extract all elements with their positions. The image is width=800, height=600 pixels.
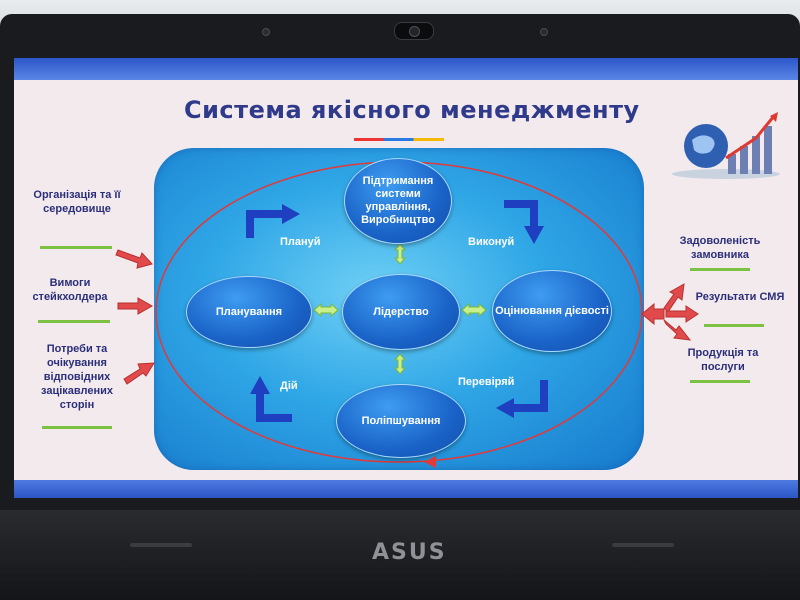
input-underline xyxy=(38,320,110,323)
output-hub-arrow xyxy=(641,302,665,326)
connector-bottom xyxy=(393,353,407,375)
output-arrow-down xyxy=(663,319,692,341)
check-arrow xyxy=(512,380,548,412)
slide-title: Система якісного менеджменту xyxy=(184,96,640,124)
connector-left xyxy=(313,302,339,318)
input-label-organization: Організація та її середовище xyxy=(33,189,121,215)
input-arrow-3 xyxy=(123,362,155,385)
input-label-needs-expectations: Потреби та очікування відповідних заціка… xyxy=(41,343,113,411)
output-underline xyxy=(704,324,764,327)
output-label-qms-results: Результати СМЯ xyxy=(695,291,785,303)
step-label-check: Перевіряй xyxy=(458,376,515,388)
slide-top-band xyxy=(14,58,798,80)
node-performance-evaluation: Оцінювання дієвості xyxy=(492,270,612,352)
input-underline xyxy=(42,426,112,429)
speaker-slot xyxy=(130,543,192,547)
connector-right xyxy=(461,302,487,318)
do-arrow xyxy=(504,200,538,228)
input-underline xyxy=(40,246,112,249)
input-label-stakeholder-req: Вимоги стейкхолдера xyxy=(32,277,108,303)
speaker-slot xyxy=(612,543,674,547)
node-improvement: Поліпшування xyxy=(336,384,466,458)
input-arrow-2 xyxy=(117,297,154,315)
step-label-do: Виконуй xyxy=(468,236,515,248)
act-arrow xyxy=(256,392,292,422)
connector-top xyxy=(393,243,407,265)
output-label-satisfaction: Задоволеність замовника xyxy=(679,235,761,261)
cycle-overlay xyxy=(115,161,699,468)
output-arrow-up xyxy=(663,283,685,313)
output-label-products-services: Продукція та послуги xyxy=(687,347,759,373)
indicator-led xyxy=(540,28,548,36)
webcam-icon xyxy=(394,22,434,40)
output-underline xyxy=(690,380,750,383)
input-arrow-1 xyxy=(115,249,153,269)
laptop-lower-bezel xyxy=(0,510,800,600)
globe-growth-icon xyxy=(672,112,780,179)
output-underline xyxy=(690,268,750,271)
slide-bottom-band xyxy=(14,480,798,498)
node-planning: Планування xyxy=(186,276,312,348)
title-underline xyxy=(354,138,444,141)
indicator-led xyxy=(262,28,270,36)
step-label-act: Дій xyxy=(280,380,298,392)
brand-logo: ASUS xyxy=(372,540,447,565)
node-leadership: Лідерство xyxy=(342,274,460,350)
node-support-production: Підтримання системи управління, Виробниц… xyxy=(344,158,452,244)
ellipse-arrowhead xyxy=(424,456,436,468)
laptop-screen: Система якісного менеджменту xyxy=(14,58,798,498)
plan-arrow xyxy=(246,210,284,238)
output-arrow-right xyxy=(665,305,699,323)
step-label-plan: Плануй xyxy=(280,236,321,248)
